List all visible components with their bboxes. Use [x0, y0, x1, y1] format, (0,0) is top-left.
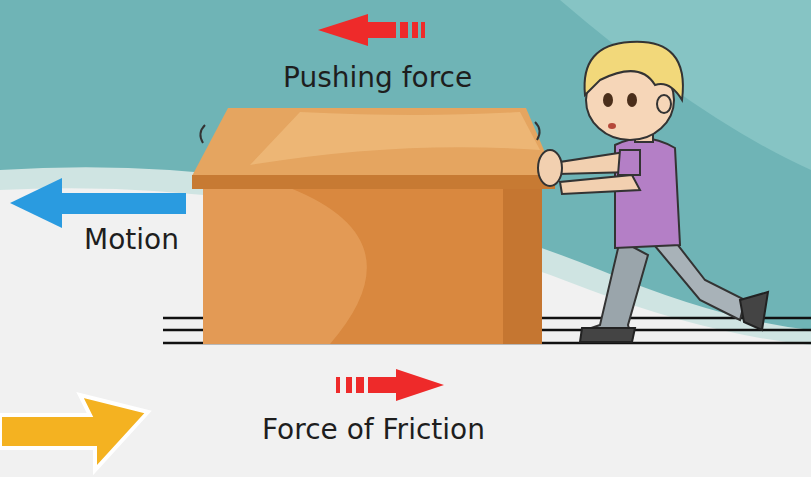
boy [538, 42, 768, 342]
ground [0, 188, 811, 477]
decor-arrow [0, 395, 148, 470]
force-label: Pushing force [283, 63, 472, 94]
box [192, 108, 555, 344]
pushing-arrow [318, 14, 425, 46]
force-label: Motion [84, 225, 179, 256]
background-arc [560, 0, 811, 170]
ground-stripe [0, 167, 811, 477]
force-label: Force of Friction [262, 415, 485, 446]
friction-arrow [336, 369, 444, 401]
motion-arrow [10, 178, 186, 228]
